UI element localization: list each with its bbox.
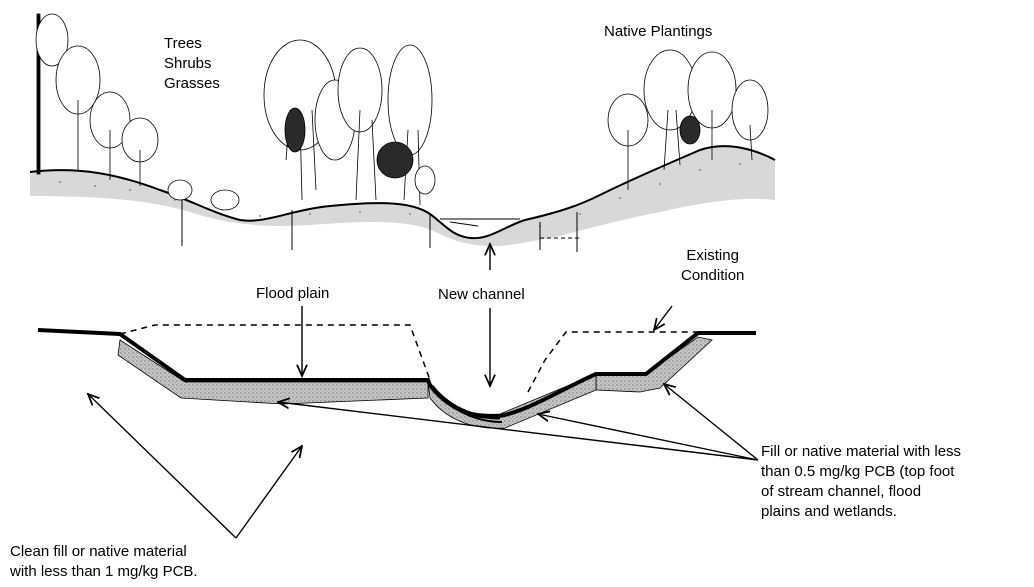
fill-layer-left [118, 340, 428, 404]
label-clean-fill: Clean fill or native material with less … [10, 542, 198, 582]
label-existing-condition: Existing Condition [681, 246, 744, 286]
label-low-pcb-fill: Fill or native material with less than 0… [761, 442, 961, 522]
fill-layer-right [596, 337, 712, 392]
channel-cross-section [38, 325, 756, 428]
arrow-clean-fill-left [88, 394, 236, 538]
label-trees-shrubs-grasses: Trees Shrubs Grasses [164, 34, 220, 94]
arrow-clean-fill-right [236, 446, 302, 538]
trees-center [264, 40, 435, 205]
label-flood-plain: Flood plain [256, 284, 329, 304]
label-new-channel: New channel [438, 285, 525, 305]
arrow-to-existing-condition [654, 306, 672, 330]
fill-layer-channel [428, 374, 596, 428]
label-native-plantings: Native Plantings [604, 22, 712, 42]
arrow-low-pcb-bank [664, 384, 758, 460]
landscape-illustration [30, 14, 775, 252]
